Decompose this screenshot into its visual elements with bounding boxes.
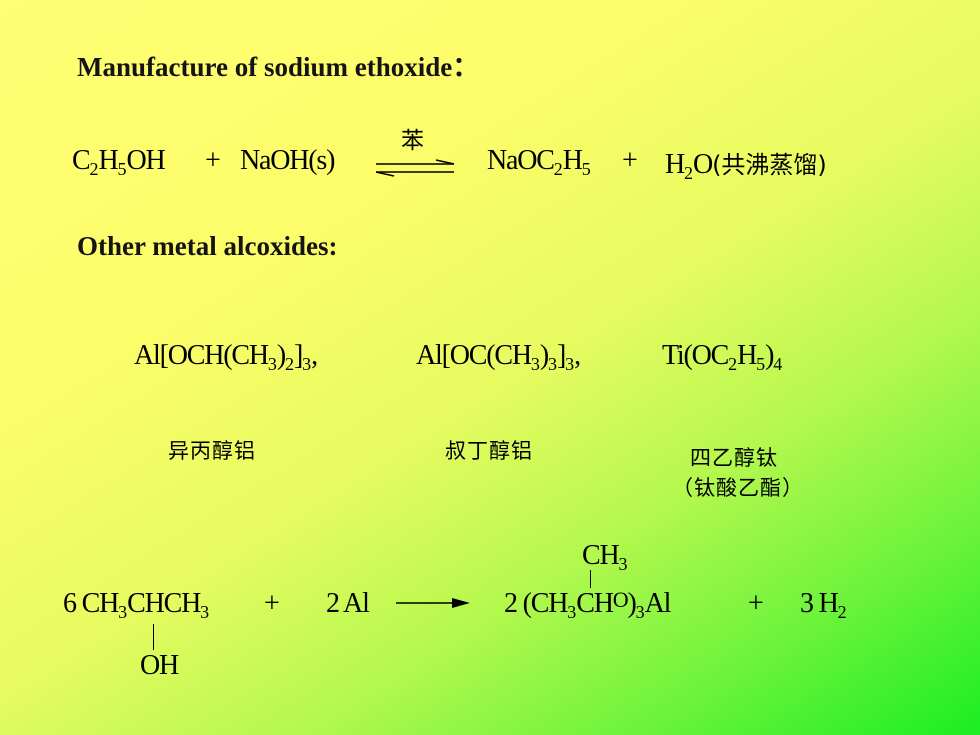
plus-sign: + [264, 588, 280, 619]
name-aluminum-tert-butoxide: 叔丁醇铝 [445, 439, 533, 463]
bond-line [590, 570, 591, 588]
alt-name-ethyl-titanate: （钛酸乙酯） [672, 476, 804, 500]
heading-other-alkoxides: Other metal alcoxides: [77, 231, 338, 261]
product-water: H2O(共沸蒸馏) [665, 149, 827, 183]
hydroxyl-group: OH [140, 650, 179, 681]
heading-manufacture: Manufacture of sodium ethoxide： [77, 52, 480, 82]
methyl-group: CH3 [582, 540, 628, 574]
equilibrium-arrow [375, 159, 455, 177]
formula-aluminum-isopropoxide: Al[OCH(CH3)2]3, [134, 340, 318, 374]
product-sodium-ethoxide: NaOC2H5 [487, 145, 591, 179]
reactant-aluminum: 2 Al [326, 588, 370, 619]
reaction-arrow [396, 598, 470, 608]
plus-sign: + [205, 145, 221, 176]
product-hydrogen: 3 H2 [800, 588, 847, 622]
plus-sign: + [622, 145, 638, 176]
name-aluminum-isopropoxide: 异丙醇铝 [168, 439, 256, 463]
formula-titanium-ethoxide: Ti(OC2H5)4 [662, 340, 783, 374]
formula-aluminum-tert-butoxide: Al[OC(CH3)3]3, [416, 340, 581, 374]
reactant-isopropanol: 6 CH3CHCH3 [63, 588, 210, 622]
bond-line [153, 624, 154, 650]
name-titanium-ethoxide: 四乙醇钛 [690, 446, 778, 470]
reactant-naoh: NaOH(s) [240, 145, 335, 176]
catalyst-label: 苯 [401, 128, 424, 154]
azeotropic-note: (共沸蒸馏) [712, 151, 827, 179]
plus-sign: + [748, 588, 764, 619]
product-aluminum-isopropoxide: 2 (CH3CHO)3Al [504, 587, 671, 622]
reactant-ethanol: C2H5OH [72, 145, 166, 179]
